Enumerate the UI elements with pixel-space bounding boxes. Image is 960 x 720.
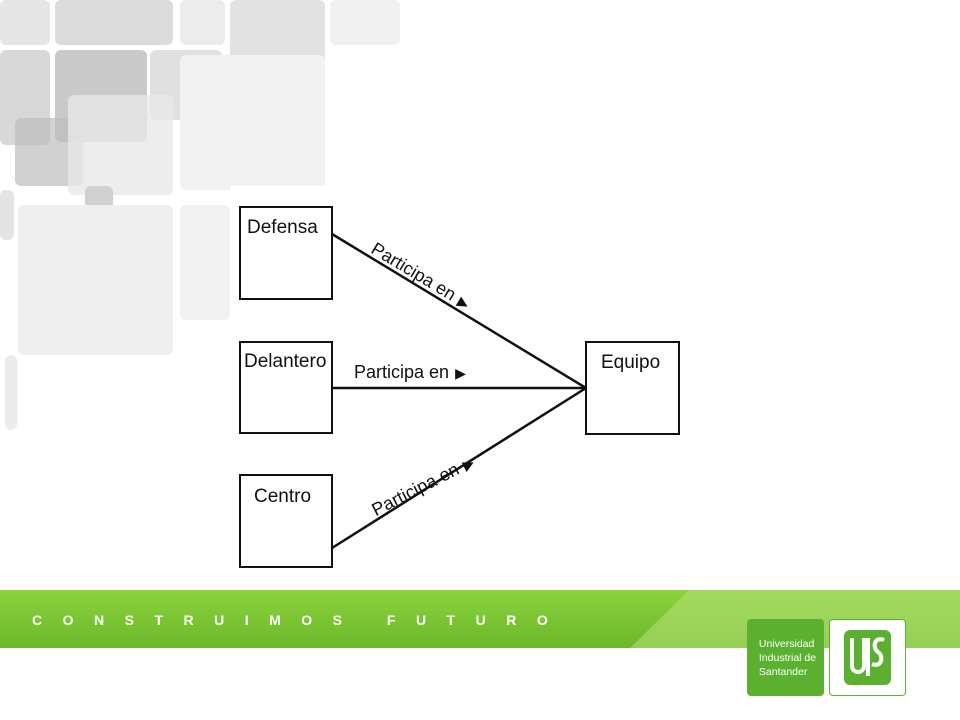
logo-text-line3: Santander [758,665,808,678]
node-label-defensa: Defensa [247,217,318,238]
uis-emblem-icon [844,630,891,685]
node-label-centro: Centro [254,486,312,507]
footer-slogan: CONSTRUIMOS FUTURO [32,612,569,628]
edge-line-top [331,232,587,390]
node-label-delantero: Delantero [244,351,327,372]
node-box-defensa [239,206,333,300]
node-label-equipo: Equipo [601,352,661,373]
background-squares [0,0,420,460]
edge-label-middle-text: Participa en [354,362,450,382]
diagram-lines [239,206,680,568]
uis-logo-text: Universidad Industrial de Santander [747,619,824,696]
node-box-centro [239,474,333,568]
edge-line-bottom [331,386,587,550]
er-diagram: Defensa Delantero Centro Equipo Particip… [231,186,690,580]
logo-text-line2: Industrial de [758,651,817,664]
edge-label-middle: Participa en ▶ [354,363,466,381]
uis-logo-mark [829,619,906,696]
logo-text-line1: Universidad [758,637,815,650]
arrow-right-icon: ▶ [455,365,466,381]
